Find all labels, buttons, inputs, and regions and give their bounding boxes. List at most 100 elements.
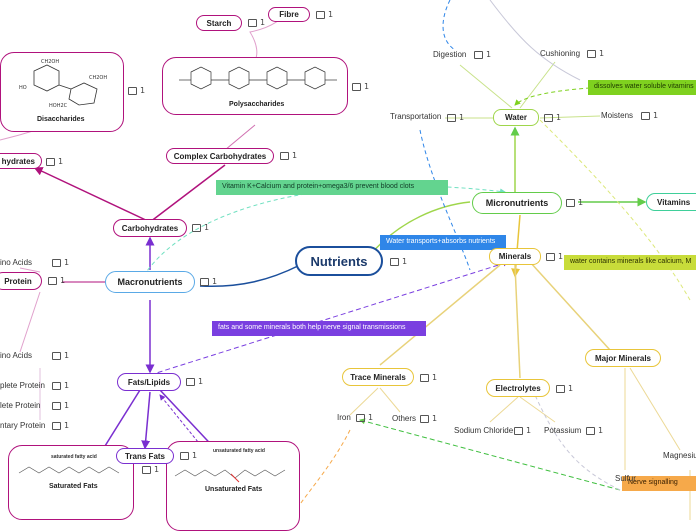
comment-count-cushioning[interactable]: 1 bbox=[587, 49, 604, 58]
comment-count-protein[interactable]: 1 bbox=[48, 276, 65, 285]
node-minerals[interactable]: Minerals bbox=[489, 248, 541, 265]
node-complementary-protein[interactable]: ntary Protein bbox=[0, 421, 46, 430]
comment-count-complete-protein[interactable]: 1 bbox=[52, 381, 69, 390]
comment-count-fibre[interactable]: 1 bbox=[316, 10, 333, 19]
node-vitamins[interactable]: Vitamins bbox=[646, 193, 696, 211]
comment-icon bbox=[316, 10, 325, 19]
node-complex-carbohydrates[interactable]: Complex Carbohydrates bbox=[166, 148, 274, 164]
comment-icon bbox=[352, 82, 361, 91]
comment-count-electrolytes[interactable]: 1 bbox=[556, 384, 573, 393]
comment-count-nutrients[interactable]: 1 bbox=[390, 257, 407, 266]
note-nerve-signalling[interactable]: Nerve signalling bbox=[622, 476, 696, 491]
note-vitamin-k-calcium[interactable]: Vitamin K+Calcium and protein+omega3/6 p… bbox=[216, 180, 448, 195]
disaccharides-image-node[interactable]: HO CH2OH CH2OH HOH2C Disaccharides bbox=[0, 52, 124, 132]
comment-count-trans-fats[interactable]: 1 bbox=[180, 451, 197, 460]
saturated-chain-icon bbox=[18, 466, 120, 474]
node-potassium[interactable]: Potassium bbox=[544, 426, 582, 435]
note-water-transports[interactable]: Water transports+absorbs nutrients bbox=[380, 235, 506, 250]
svg-text:CH2OH: CH2OH bbox=[89, 75, 107, 81]
node-trans-fats[interactable]: Trans Fats bbox=[116, 448, 174, 464]
node-cushioning[interactable]: Cushioning bbox=[540, 49, 581, 58]
node-protein[interactable]: Protein bbox=[0, 272, 42, 290]
comment-count-micronutrients[interactable]: 1 bbox=[566, 198, 583, 207]
comment-icon bbox=[587, 49, 596, 58]
central-topic-nutrients[interactable]: Nutrients bbox=[295, 246, 383, 276]
comment-icon bbox=[514, 426, 523, 435]
node-major-minerals[interactable]: Major Minerals bbox=[585, 349, 661, 367]
polysaccharides-label: Polysaccharides bbox=[229, 101, 285, 108]
comment-icon bbox=[356, 413, 365, 422]
node-incomplete-protein[interactable]: lete Protein bbox=[0, 401, 41, 410]
comment-count-minerals[interactable]: 1 bbox=[546, 252, 563, 261]
comment-count-macronutrients[interactable]: 1 bbox=[200, 277, 217, 286]
node-digestion[interactable]: Digestion bbox=[433, 50, 467, 59]
comment-count-water[interactable]: 1 bbox=[544, 113, 561, 122]
comment-icon bbox=[192, 223, 201, 232]
node-fibre[interactable]: Fibre bbox=[268, 7, 310, 22]
comment-count-trace-minerals[interactable]: 1 bbox=[420, 373, 437, 382]
node-sulfur[interactable]: Sulfur bbox=[615, 474, 636, 483]
comment-count-complementary-protein[interactable]: 1 bbox=[52, 421, 69, 430]
node-micronutrients[interactable]: Micronutrients bbox=[472, 192, 562, 214]
node-iron[interactable]: Iron bbox=[337, 413, 351, 422]
comment-icon bbox=[474, 50, 483, 59]
comment-icon bbox=[280, 151, 289, 160]
node-sodium-chloride[interactable]: Sodium Chloride bbox=[454, 426, 514, 435]
unsaturated-chain-icon bbox=[174, 469, 286, 483]
comment-count-iron[interactable]: 1 bbox=[356, 413, 373, 422]
comment-count-carbohydrates[interactable]: 1 bbox=[192, 223, 209, 232]
comment-count-incomplete-protein[interactable]: 1 bbox=[52, 401, 69, 410]
comment-icon bbox=[52, 381, 61, 390]
node-trace-minerals[interactable]: Trace Minerals bbox=[342, 368, 414, 386]
comment-count-saturated-fats[interactable]: 1 bbox=[142, 465, 159, 474]
unsaturated-fats-label: Unsaturated Fats bbox=[205, 486, 263, 493]
note-fats-minerals[interactable]: fats and some minerals both help nerve s… bbox=[212, 321, 426, 336]
note-dissolves-vitamins[interactable]: dissolves water soluble vitamins bbox=[588, 80, 696, 95]
svg-text:CH2OH: CH2OH bbox=[41, 59, 59, 65]
comment-icon bbox=[142, 465, 151, 474]
node-macronutrients[interactable]: Macronutrients bbox=[105, 271, 195, 293]
node-amino-acids-top[interactable]: ino Acids bbox=[0, 258, 33, 267]
svg-text:HOH2C: HOH2C bbox=[49, 103, 68, 109]
comment-count-sodium-chloride[interactable]: 1 bbox=[514, 426, 531, 435]
node-magnesium[interactable]: Magnesiu bbox=[663, 451, 696, 460]
node-water[interactable]: Water bbox=[493, 109, 539, 126]
comment-count-others[interactable]: 1 bbox=[420, 414, 437, 423]
comment-icon bbox=[52, 421, 61, 430]
comment-count-carbohydrates-left[interactable]: 1 bbox=[46, 157, 63, 166]
comment-icon bbox=[566, 198, 575, 207]
polysaccharide-chain-icon bbox=[179, 66, 337, 90]
comment-icon bbox=[248, 18, 257, 27]
note-water-minerals[interactable]: water contains minerals like calcium, M bbox=[564, 255, 696, 270]
comment-count-amino-acids-top[interactable]: 1 bbox=[52, 258, 69, 267]
disaccharide-structure-icon: HO CH2OH CH2OH HOH2C bbox=[19, 59, 107, 109]
comment-count-digestion[interactable]: 1 bbox=[474, 50, 491, 59]
comment-count-potassium[interactable]: 1 bbox=[586, 426, 603, 435]
comment-count-polysaccharides[interactable]: 1 bbox=[352, 82, 369, 91]
node-transportation[interactable]: Transportation bbox=[390, 112, 442, 121]
node-others[interactable]: Others bbox=[392, 414, 417, 423]
polysaccharides-image-node[interactable]: Polysaccharides bbox=[162, 57, 348, 115]
comment-count-amino-acids-bottom[interactable]: 1 bbox=[52, 351, 69, 360]
node-amino-acids-bottom[interactable]: ino Acids bbox=[0, 351, 33, 360]
saturated-fats-image-node[interactable]: saturated fatty acid Saturated Fats bbox=[8, 445, 134, 520]
disaccharides-label: Disaccharides bbox=[37, 116, 85, 123]
node-electrolytes[interactable]: Electrolytes bbox=[486, 379, 550, 397]
comment-count-complex-carbohydrates[interactable]: 1 bbox=[280, 151, 297, 160]
node-fats-lipids[interactable]: Fats/Lipids bbox=[117, 373, 181, 391]
saturated-image-title: saturated fatty acid bbox=[51, 454, 97, 460]
comment-count-moistens[interactable]: 1 bbox=[641, 111, 658, 120]
comment-icon bbox=[46, 157, 55, 166]
comment-count-starch[interactable]: 1 bbox=[248, 18, 265, 27]
comment-count-fats-lipids[interactable]: 1 bbox=[186, 377, 203, 386]
node-carbohydrates-left[interactable]: hydrates bbox=[0, 153, 42, 169]
comment-count-transportation[interactable]: 1 bbox=[447, 113, 464, 122]
comment-count-disaccharides[interactable]: 1 bbox=[128, 86, 145, 95]
comment-icon bbox=[48, 276, 57, 285]
node-complete-protein[interactable]: plete Protein bbox=[0, 381, 45, 390]
node-moistens[interactable]: Moistens bbox=[601, 111, 634, 120]
saturated-fats-label: Saturated Fats bbox=[49, 483, 98, 490]
node-starch[interactable]: Starch bbox=[196, 15, 242, 31]
node-carbohydrates[interactable]: Carbohydrates bbox=[113, 219, 187, 237]
comment-icon bbox=[390, 257, 399, 266]
